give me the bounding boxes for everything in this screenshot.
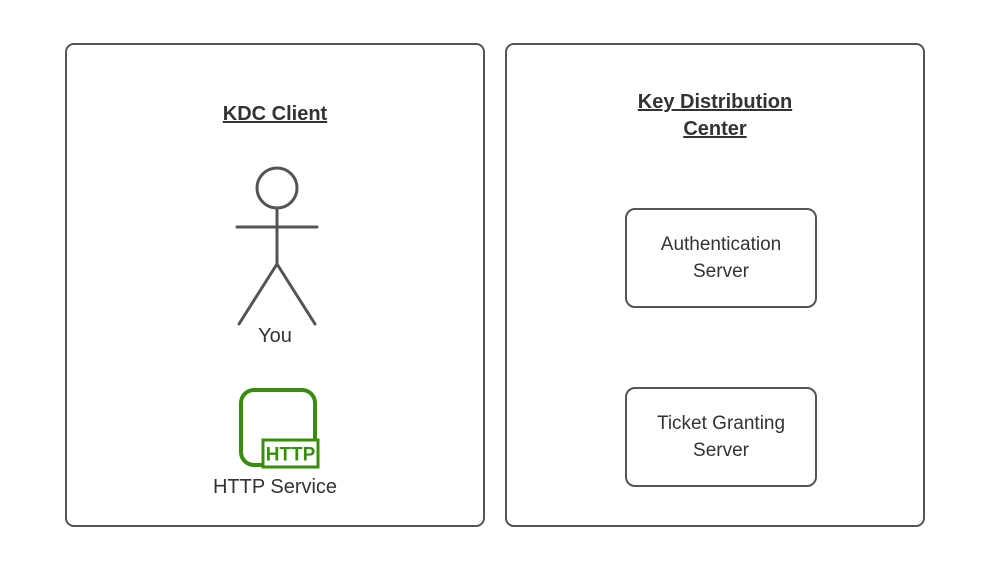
actor-label: You [258,325,292,347]
http-icon-text: HTTP [266,445,316,466]
stick-figure-icon [235,166,319,326]
authentication-server-node: Authentication Server [625,208,817,308]
http-service-icon: HTTP [239,388,320,469]
kdc-client-title: KDC Client [222,103,328,125]
kdc-client-panel: KDC Client You HTTP HTTP Service [65,43,485,527]
actor-right-leg [275,262,317,326]
ticket-granting-server-label: Ticket Granting Server [656,413,786,461]
ticket-granting-server-node: Ticket Granting Server [625,387,817,487]
actor-head [255,166,299,210]
key-distribution-center-title: Key Distribution Center [637,91,793,140]
http-service-label: HTTP Service [212,476,338,498]
http-icon-badge [261,438,320,469]
key-distribution-center-panel: Key Distribution Center Authentication S… [505,43,925,527]
authentication-server-label: Authentication Server [660,234,782,282]
actor-left-leg [237,262,279,326]
